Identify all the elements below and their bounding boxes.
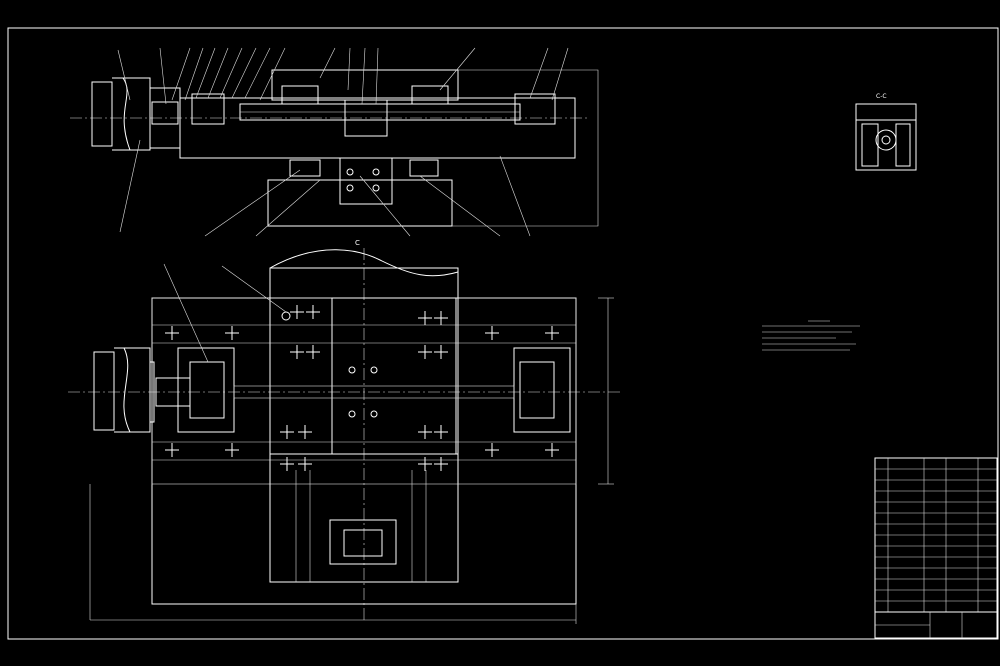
front-section-view: C: [70, 47, 599, 247]
plan-view: [68, 248, 620, 624]
outer-sheet-border: [7, 27, 999, 640]
technical-notes: [762, 320, 860, 351]
detail-view-c-c: C-C: [855, 93, 917, 171]
svg-text:C-C: C-C: [876, 93, 887, 100]
section-label-c: C: [355, 239, 360, 247]
title-block: [874, 457, 998, 639]
